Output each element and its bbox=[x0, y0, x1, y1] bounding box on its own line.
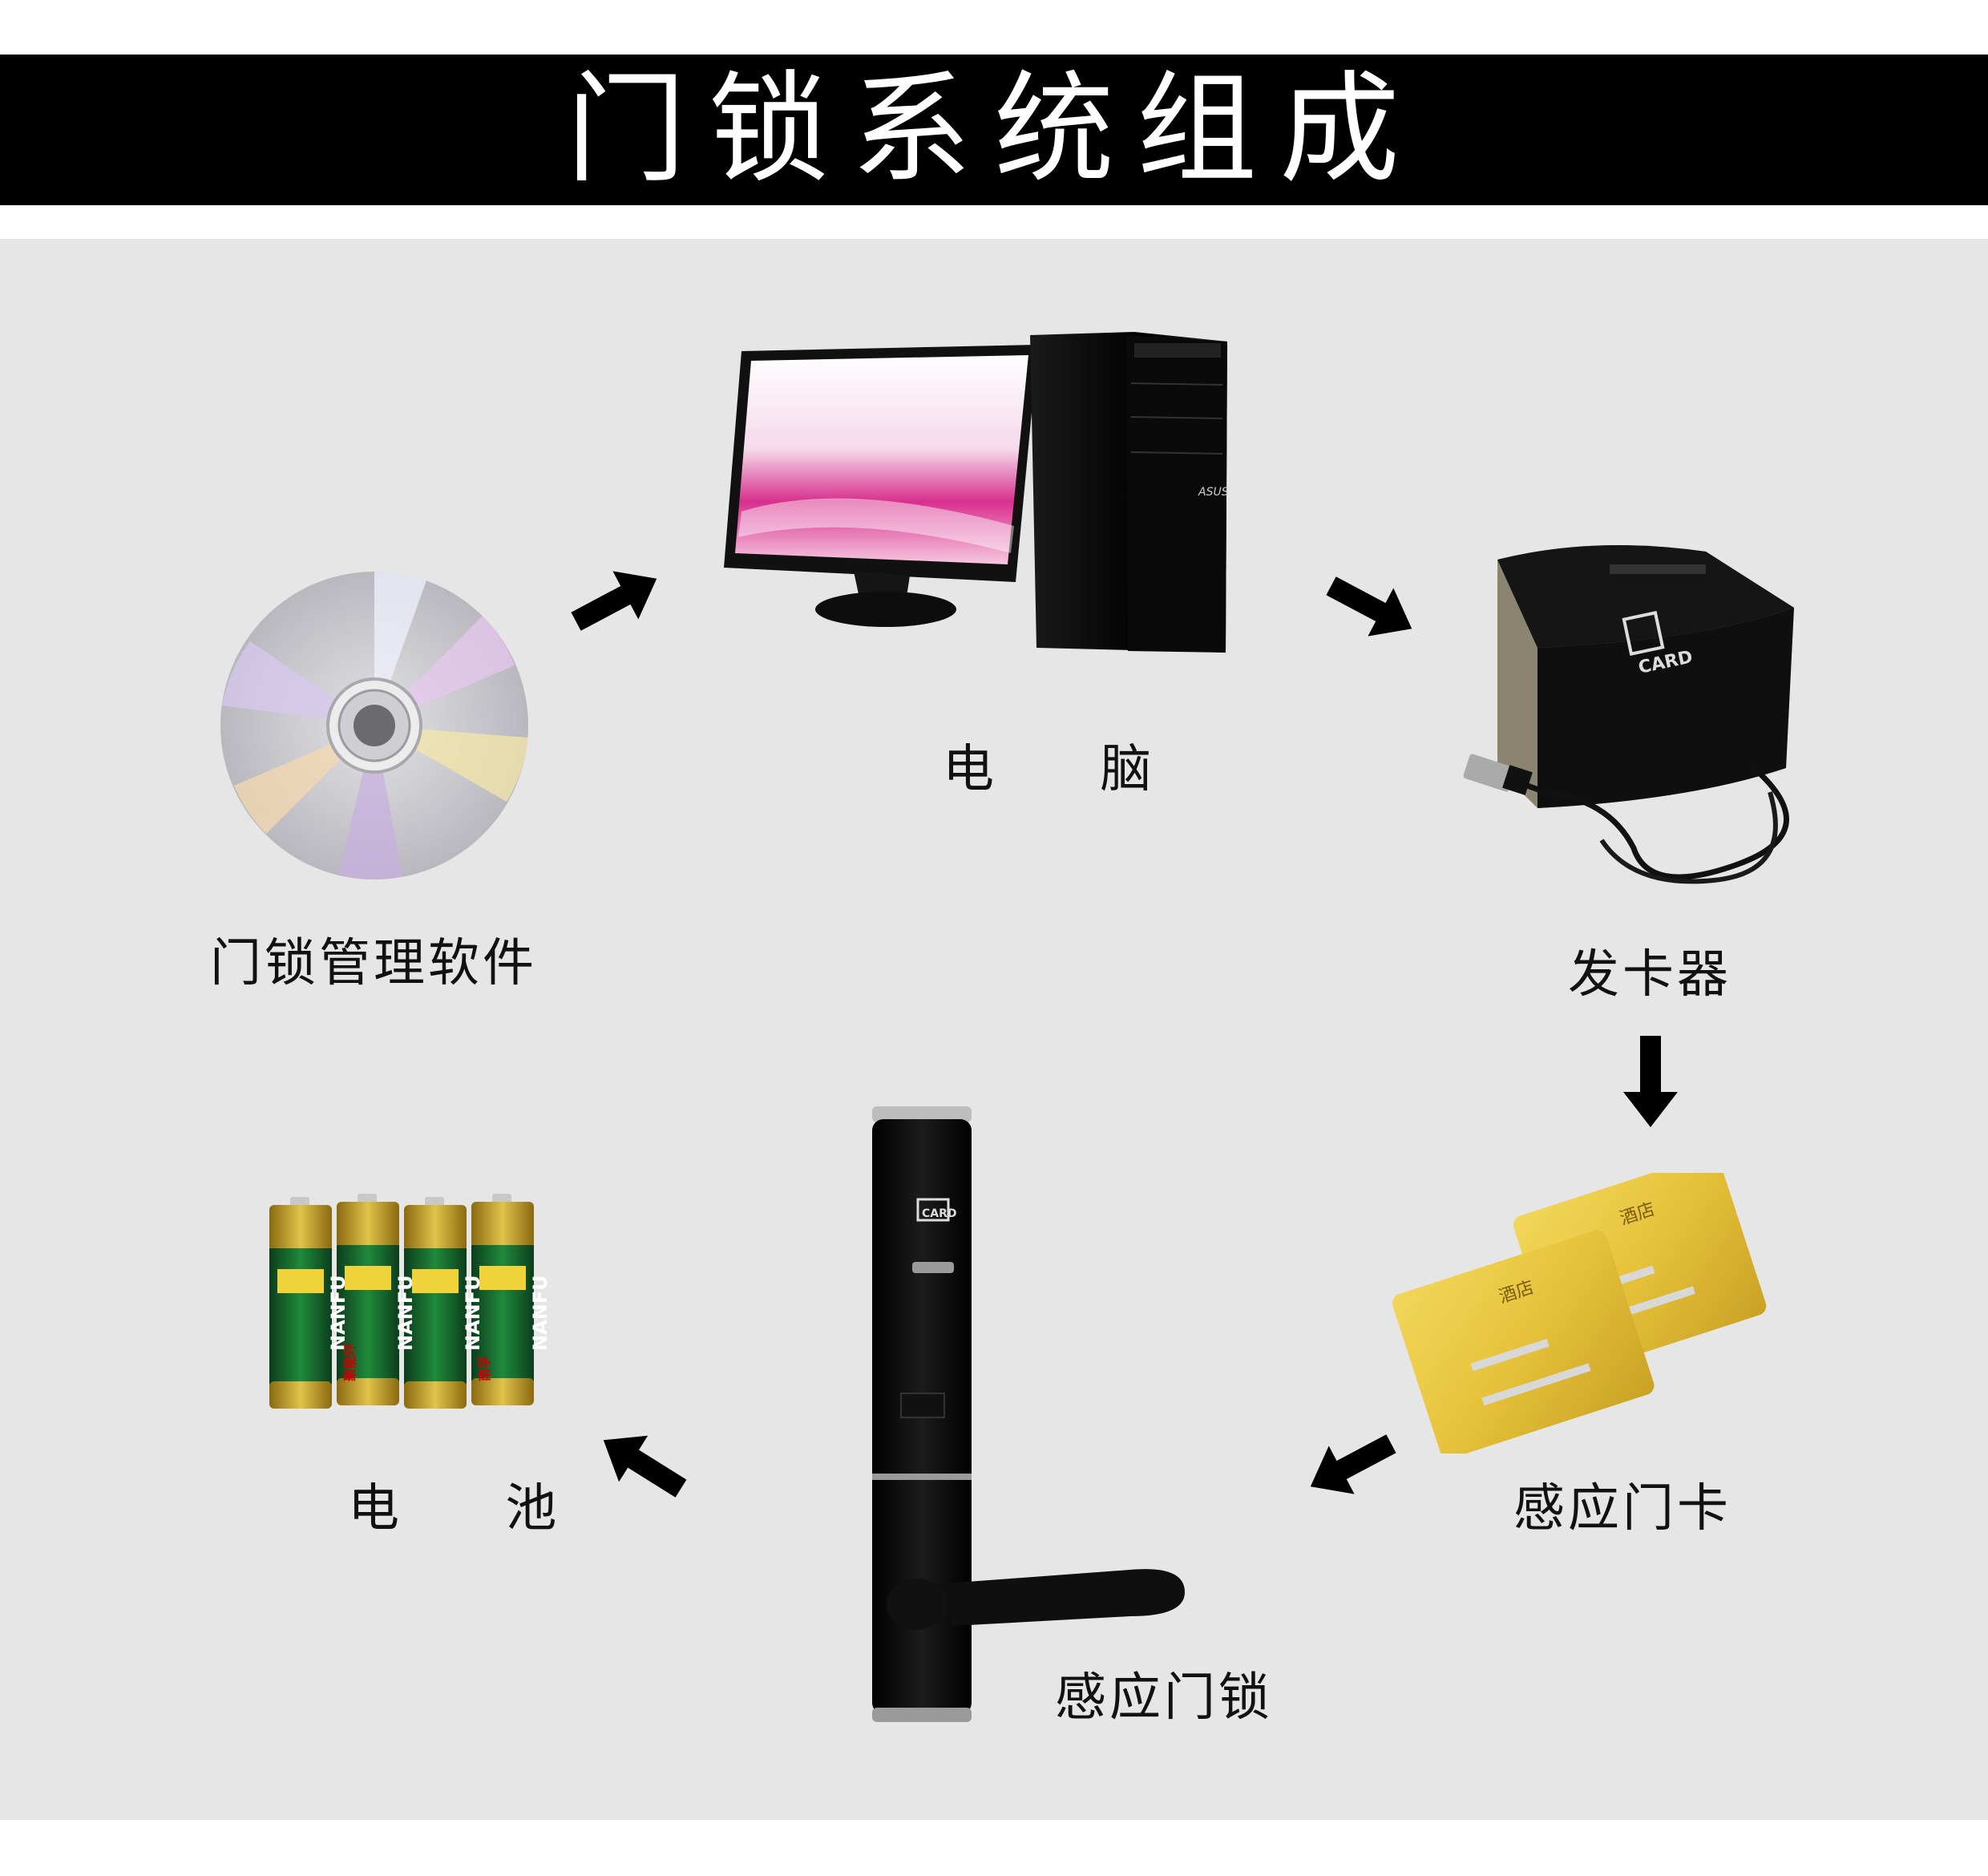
computer-brand: ASUS bbox=[1198, 486, 1229, 499]
title-bar: 门锁系统组成 bbox=[0, 55, 1988, 205]
cd-disc-icon bbox=[220, 571, 528, 879]
desktop-computer-icon: ASUS bbox=[724, 332, 1229, 653]
diagram-panel: 门锁管理软件 bbox=[0, 239, 1988, 1820]
battery-icon: NANFU NANFU NANFU NANFU 聚能环 南孚 bbox=[269, 1194, 552, 1409]
lock-card-text: CARD bbox=[922, 1207, 957, 1220]
page-title: 门锁系统组成 bbox=[565, 60, 1422, 200]
door-lock-label: 感应门锁 bbox=[1055, 1668, 1273, 1728]
battery-label: 电 池 bbox=[348, 1479, 602, 1538]
arrow-icon bbox=[1623, 1036, 1678, 1127]
arrow-icon bbox=[603, 1435, 687, 1498]
rfid-card-icon: 酒店 酒店 bbox=[1392, 1173, 1767, 1453]
software-label: 门锁管理软件 bbox=[210, 934, 537, 993]
battery-brand: NANFU bbox=[327, 1275, 350, 1351]
card-encoder-icon: CARD bbox=[1463, 545, 1794, 884]
encoder-label: 发卡器 bbox=[1568, 945, 1731, 1005]
battery-slogan: 聚能环 bbox=[342, 1343, 358, 1382]
battery-brand: NANFU bbox=[394, 1275, 417, 1351]
computer-label: 电 脑 bbox=[943, 740, 1197, 799]
door-lock-icon: CARD bbox=[872, 1106, 1185, 1722]
cards-label: 感应门卡 bbox=[1513, 1479, 1731, 1538]
arrow-icon bbox=[571, 571, 657, 631]
battery-brand-cn: 南孚 bbox=[477, 1356, 492, 1381]
arrow-icon bbox=[1310, 1434, 1396, 1494]
battery-brand: NANFU bbox=[462, 1275, 484, 1351]
arrow-icon bbox=[1326, 576, 1412, 637]
battery-brand: NANFU bbox=[529, 1275, 552, 1351]
